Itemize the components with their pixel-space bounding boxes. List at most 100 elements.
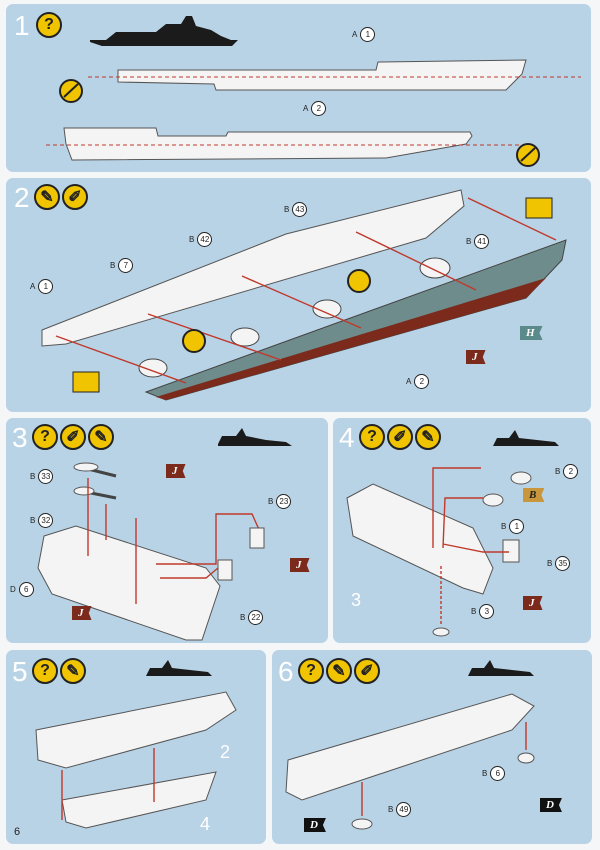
paint-brush-icon: ✐ xyxy=(60,424,86,450)
part-number: 23 xyxy=(276,494,292,509)
part-letter: B xyxy=(501,522,507,531)
step-5-panel: 5 ? ✎ 2 4 xyxy=(6,650,266,844)
color-flag: J xyxy=(290,558,310,572)
part-number: 2 xyxy=(563,464,579,479)
glue-tube-icon: ✎ xyxy=(415,424,441,450)
step-reference: 2 xyxy=(220,742,231,762)
color-flag: D xyxy=(540,798,562,812)
part-letter: B xyxy=(240,613,246,622)
step-number: 5 xyxy=(12,656,28,687)
part-letter: B xyxy=(471,607,477,616)
part-letter: B xyxy=(388,805,394,814)
question-icon: ? xyxy=(359,424,385,450)
part-callout: A 1 xyxy=(352,27,376,42)
glue-tube-icon: ✎ xyxy=(34,184,60,210)
step-2-illustration xyxy=(41,189,567,401)
part-number: 2 xyxy=(311,101,327,116)
color-flag: J xyxy=(72,606,92,620)
part-number: 1 xyxy=(509,519,525,534)
paint-brush-icon: ✐ xyxy=(354,658,380,684)
part-letter: B xyxy=(284,205,290,214)
part-number: 41 xyxy=(474,234,490,249)
part-letter: D xyxy=(10,585,16,594)
part-number: 33 xyxy=(38,469,54,484)
step-number: 4 xyxy=(339,422,355,453)
color-flag: D xyxy=(304,818,326,832)
part-number: 1 xyxy=(360,27,376,42)
part-number: 3 xyxy=(479,604,495,619)
part-letter: B xyxy=(268,497,274,506)
part-letter: B xyxy=(189,235,195,244)
color-flag: J xyxy=(523,596,543,610)
part-letter: B xyxy=(555,467,561,476)
part-number: 7 xyxy=(118,258,134,273)
color-flag: H xyxy=(520,326,543,340)
part-letter: B xyxy=(482,769,488,778)
step-1-panel: 1 ? A 1 A 2 xyxy=(6,4,591,172)
step-reference: 3 xyxy=(351,590,362,610)
color-flag: B xyxy=(523,488,545,502)
glue-tube-icon: ✎ xyxy=(60,658,86,684)
part-number: 1 xyxy=(38,279,54,294)
part-letter: A xyxy=(352,30,358,39)
question-icon: ? xyxy=(36,12,62,38)
paint-brush-icon: ✐ xyxy=(62,184,88,210)
part-number: 6 xyxy=(490,766,506,781)
part-number: 2 xyxy=(414,374,430,389)
part-number: 22 xyxy=(248,610,264,625)
part-number: 49 xyxy=(396,802,412,817)
part-letter: A xyxy=(406,377,412,386)
part-letter: B xyxy=(30,472,36,481)
part-letter: B xyxy=(547,559,553,568)
part-letter: B xyxy=(30,516,36,525)
step-number: 3 xyxy=(12,422,28,453)
question-icon: ? xyxy=(32,424,58,450)
part-number: 43 xyxy=(292,202,308,217)
color-flag: J xyxy=(466,350,486,364)
step-number: 6 xyxy=(278,656,294,687)
page-number: 6 xyxy=(14,826,21,838)
part-number: 6 xyxy=(18,582,34,597)
question-icon: ? xyxy=(298,658,324,684)
step-6-illustration xyxy=(285,660,535,830)
step-4-illustration xyxy=(346,430,559,637)
part-letter: A xyxy=(303,104,309,113)
question-icon: ? xyxy=(32,658,58,684)
step-5-illustration xyxy=(35,660,237,829)
part-number: 35 xyxy=(555,556,571,571)
step-reference: 4 xyxy=(200,814,211,834)
part-callout: A 2 xyxy=(303,101,327,116)
step-1-illustration xyxy=(46,16,581,167)
color-flag: J xyxy=(166,464,186,478)
glue-tube-icon: ✎ xyxy=(326,658,352,684)
part-letter: B xyxy=(466,237,472,246)
step-3-illustration xyxy=(37,428,292,641)
part-letter: B xyxy=(110,261,116,270)
step-number: 2 xyxy=(14,182,30,213)
step-number: 1 xyxy=(14,10,30,41)
paint-brush-icon: ✐ xyxy=(387,424,413,450)
glue-tube-icon: ✎ xyxy=(88,424,114,450)
part-number: 42 xyxy=(197,232,213,247)
part-letter: A xyxy=(30,282,36,291)
